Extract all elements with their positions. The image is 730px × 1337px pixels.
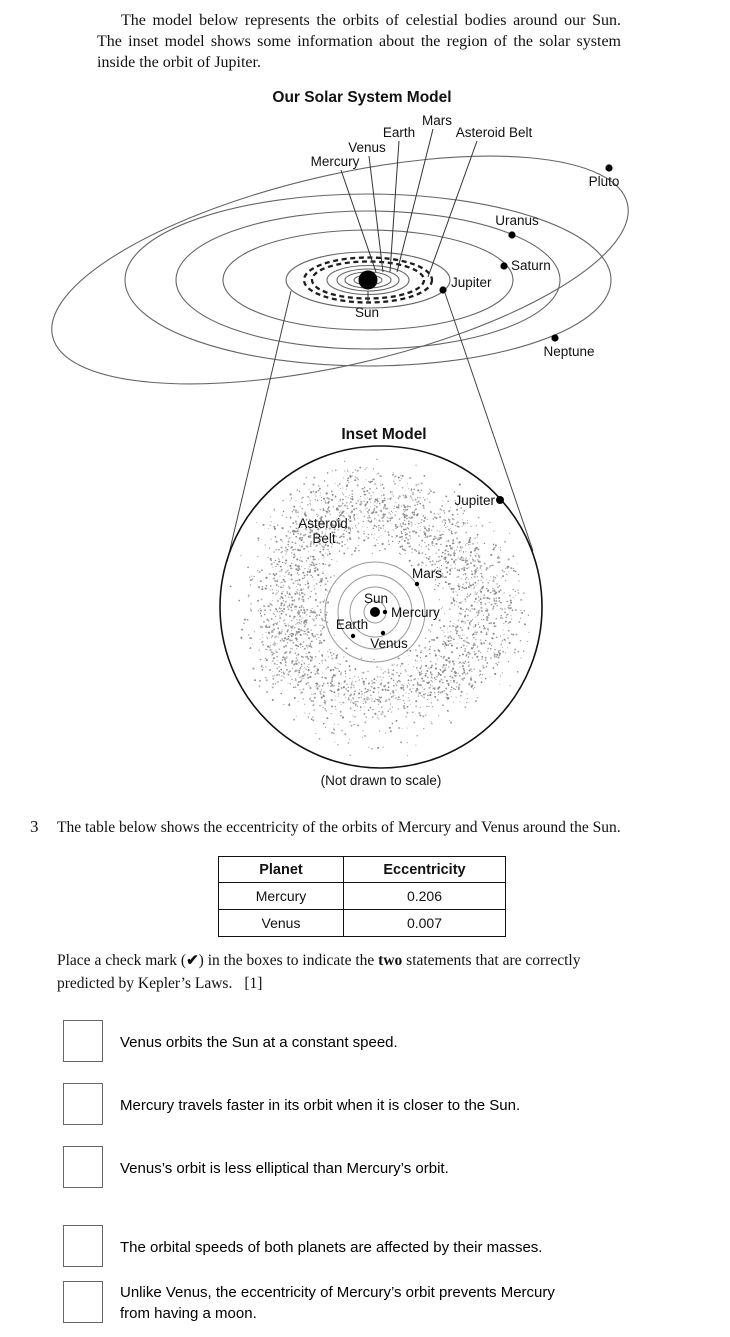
instruction-part1: Place a check mark ( (57, 952, 187, 969)
intro-line-2: The inset model shows some information a… (97, 33, 621, 50)
points-badge: [1] (244, 974, 263, 992)
check-mark-glyph: ✔ (186, 953, 199, 969)
saturn-dot (500, 262, 508, 270)
solar-system-diagram: Our Solar System Model Mercury Venus Ear… (51, 89, 629, 788)
inset-model-title: Inset Model (341, 426, 426, 443)
inset-jupiter-label: Jupiter (454, 493, 495, 508)
table-cell-planet: Mercury (218, 882, 344, 910)
instruction-text: Place a check mark (✔) in the boxes to i… (57, 950, 657, 994)
inset-earth-orbit (337, 574, 413, 650)
inset-earth-label: Earth (336, 617, 368, 632)
inset-sun-label: Sun (364, 591, 388, 606)
inset-mars-dot (414, 581, 420, 587)
inset-mars-orbit (324, 561, 426, 663)
pluto-label: Pluto (589, 174, 620, 189)
statement-5-line1: Unlike Venus, the eccentricity of Mercur… (120, 1284, 555, 1301)
checkbox-statement-3[interactable] (63, 1146, 103, 1188)
mars-label: Mars (422, 113, 452, 128)
pluto-orbit (51, 155, 629, 385)
neptune-label: Neptune (543, 344, 594, 359)
inset-mars-label: Mars (412, 566, 442, 581)
table-header-row: Planet Eccentricity (218, 856, 506, 883)
inset-venus-orbit (349, 586, 401, 638)
asteroid-belt-label: Asteroid Belt (456, 125, 533, 140)
checkbox-statement-2[interactable] (63, 1083, 103, 1125)
table-cell-eccentricity: 0.206 (343, 882, 506, 910)
table-row: Mercury 0.206 (218, 882, 506, 910)
table-cell-eccentricity: 0.007 (343, 909, 506, 937)
jupiter-label: Jupiter (451, 275, 492, 290)
inset-mercury-dot (382, 609, 388, 615)
eccentricity-table: Planet Eccentricity Mercury 0.206 Venus … (218, 856, 506, 937)
table-header-eccentricity: Eccentricity (343, 856, 506, 883)
mars-callout-line (396, 128, 434, 273)
instruction-line2: predicted by Kepler’s Laws. (57, 974, 233, 992)
neptune-orbit (124, 193, 612, 367)
venus-label: Venus (348, 140, 386, 155)
inset-earth-dot (350, 633, 356, 639)
inset-jupiter-dot (496, 496, 504, 504)
uranus-orbit (175, 210, 561, 350)
saturn-orbit (222, 229, 514, 331)
jupiter-dot (439, 286, 447, 294)
solar-model-title: Our Solar System Model (272, 89, 451, 106)
earth-callout-line (389, 140, 400, 273)
sun-dot (358, 270, 378, 290)
instruction-part3: statements that are correctly (402, 952, 581, 969)
uranus-dot (508, 231, 516, 239)
neptune-dot (551, 334, 559, 342)
inset-venus-label: Venus (370, 636, 408, 651)
inset-venus-dot (380, 630, 386, 636)
asteroid-belt-callout-line (427, 140, 478, 278)
statement-3-text: Venus’s orbit is less elliptical than Me… (120, 1160, 449, 1177)
table-cell-planet: Venus (218, 909, 344, 937)
saturn-label: Saturn (511, 258, 551, 273)
inset-funnel-left-line (226, 290, 292, 563)
question-number: 3 (30, 817, 39, 836)
statement-2-text: Mercury travels faster in its orbit when… (120, 1097, 521, 1114)
inset-circle (219, 445, 543, 769)
inset-asteroid-belt-stipple (229, 458, 530, 757)
pluto-dot (605, 164, 613, 172)
statement-5-line2: from having a moon. (120, 1305, 257, 1322)
earth-label: Earth (383, 125, 415, 140)
intro-line-1: The model below represents the orbits of… (121, 12, 621, 29)
inset-funnel-right-line (444, 292, 534, 552)
statement-5-text: Unlike Venus, the eccentricity of Mercur… (120, 1282, 555, 1324)
sun-label: Sun (355, 305, 379, 320)
question-text: The table below shows the eccentricity o… (57, 819, 621, 836)
checkbox-statement-1[interactable] (63, 1020, 103, 1062)
inset-belt-label: Belt (312, 531, 336, 546)
intro-paragraph: The model below represents the orbits of… (97, 10, 621, 73)
inset-asteroid-label: Asteroid (298, 516, 348, 531)
uranus-label: Uranus (495, 213, 539, 228)
statement-4-text: The orbital speeds of both planets are a… (120, 1239, 543, 1256)
checkbox-statement-4[interactable] (63, 1225, 103, 1267)
jupiter-orbit (285, 251, 451, 309)
instruction-bold-word: two (378, 952, 403, 969)
inset-caption: (Not drawn to scale) (321, 773, 442, 788)
inset-mercury-label: Mercury (391, 605, 440, 620)
venus-callout-line (368, 155, 384, 273)
mercury-label: Mercury (311, 154, 360, 169)
intro-line-3: inside the orbit of Jupiter. (97, 54, 261, 71)
table-row: Venus 0.007 (218, 909, 506, 937)
inset-sun-dot (370, 607, 380, 617)
checkbox-statement-5[interactable] (63, 1281, 103, 1323)
instruction-part2: ) in the boxes to indicate the (198, 952, 379, 969)
mercury-callout-line (340, 169, 377, 273)
statement-1-text: Venus orbits the Sun at a constant speed… (120, 1034, 398, 1051)
table-header-planet: Planet (218, 856, 344, 883)
